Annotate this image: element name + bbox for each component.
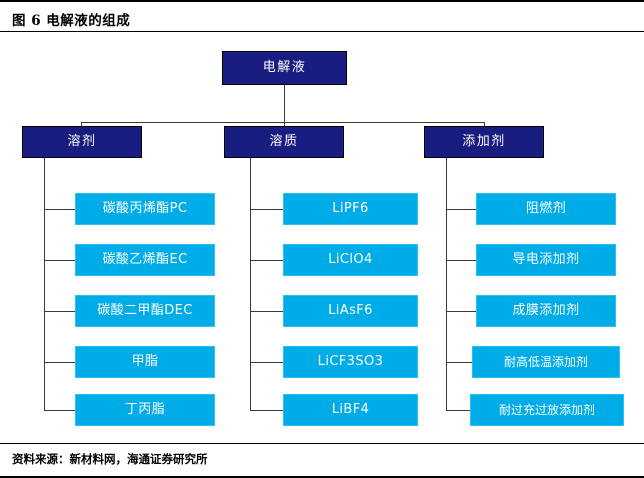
connector-spine-additive [446, 158, 447, 410]
node-leaf-solute-2[interactable]: LiClO4 [283, 244, 418, 276]
node-branch-solvent[interactable]: 溶剂 [22, 126, 142, 158]
node-leaf-solute-5[interactable]: LiBF4 [283, 394, 418, 426]
node-leaf-additive-3[interactable]: 成膜添加剂 [476, 295, 616, 327]
connector-drop-solvent [81, 122, 82, 126]
connector-leaf-solute-3 [250, 311, 283, 312]
connector-leaf-solvent-3 [44, 311, 75, 312]
node-leaf-solvent-2[interactable]: 碳酸乙烯酯EC [75, 244, 215, 276]
node-leaf-additive-4[interactable]: 耐高低温添加剂 [472, 346, 620, 378]
connector-leaf-solvent-4 [44, 362, 75, 363]
node-branch-additive[interactable]: 添加剂 [424, 126, 544, 158]
connector-leaf-solvent-2 [44, 260, 75, 261]
header-divider [0, 31, 644, 32]
connector-leaf-additive-5 [446, 410, 470, 411]
figure-header: 图 6 电解液的组成 [0, 0, 644, 32]
source-note: 资料来源：新材料网，海通证券研究所 [12, 452, 208, 466]
node-leaf-additive-5[interactable]: 耐过充过放添加剂 [470, 394, 624, 426]
node-root-electrolyte[interactable]: 电解液 [222, 51, 347, 85]
node-leaf-solvent-4[interactable]: 甲脂 [75, 346, 215, 378]
connector-leaf-additive-1 [446, 209, 476, 210]
node-branch-solute[interactable]: 溶质 [224, 126, 344, 158]
node-leaf-solute-3[interactable]: LiAsF6 [283, 295, 418, 327]
connector-drop-solute [284, 122, 285, 126]
connector-leaf-solute-4 [250, 362, 283, 363]
node-leaf-solvent-1[interactable]: 碳酸丙烯酯PC [75, 193, 215, 225]
connector-drop-additive [484, 122, 485, 126]
connector-leaf-solvent-1 [44, 209, 75, 210]
page-bottom-divider [0, 476, 644, 478]
node-leaf-solvent-5[interactable]: 丁丙脂 [75, 394, 215, 426]
node-leaf-solute-4[interactable]: LiCF3SO3 [283, 346, 418, 378]
footer-divider [0, 443, 644, 444]
connector-leaf-additive-3 [446, 311, 476, 312]
connector-leaf-solute-5 [250, 410, 283, 411]
connector-leaf-solute-1 [250, 209, 283, 210]
connector-leaf-additive-4 [446, 362, 472, 363]
connector-leaf-solute-2 [250, 260, 283, 261]
node-leaf-additive-1[interactable]: 阻燃剂 [476, 193, 616, 225]
node-leaf-solute-1[interactable]: LiPF6 [283, 193, 418, 225]
tree-diagram: 电解液 溶剂 溶质 添加剂 碳酸丙烯酯PC 碳酸乙烯酯EC 碳酸二甲酯DEC 甲… [0, 32, 644, 443]
connector-leaf-solvent-5 [44, 410, 75, 411]
node-leaf-additive-2[interactable]: 导电添加剂 [476, 244, 616, 276]
connector-root-bus [81, 122, 485, 123]
connector-spine-solute [250, 158, 251, 410]
connector-leaf-additive-2 [446, 260, 476, 261]
node-leaf-solvent-3[interactable]: 碳酸二甲酯DEC [75, 295, 215, 327]
connector-root-stem [284, 85, 285, 123]
connector-spine-solvent [44, 158, 45, 410]
page-title: 图 6 电解液的组成 [12, 13, 131, 29]
